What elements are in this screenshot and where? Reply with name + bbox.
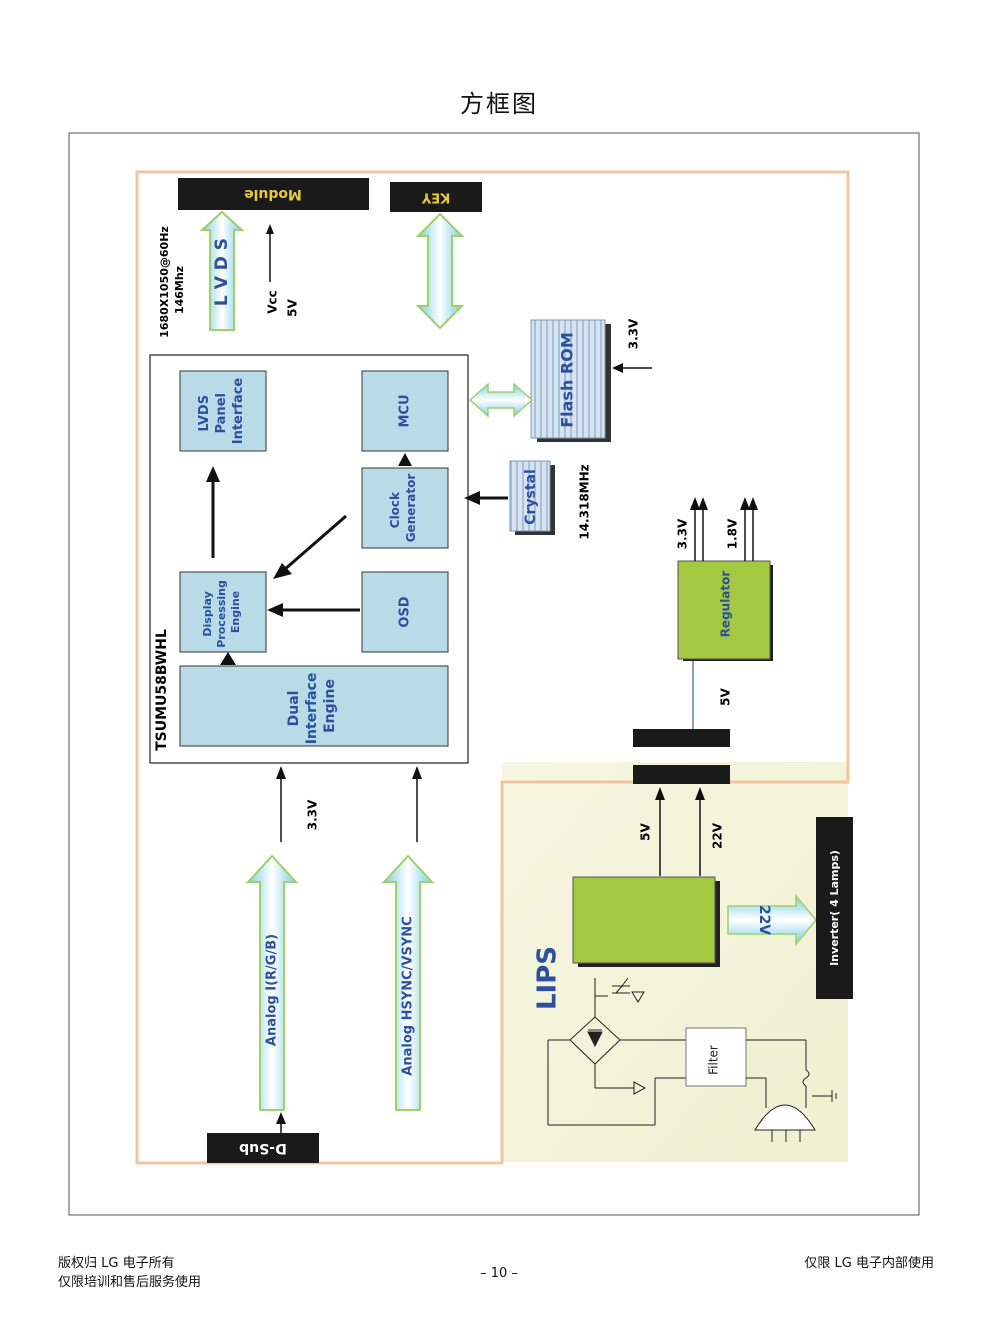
svg-text:Inverter( 4 Lamps): Inverter( 4 Lamps) bbox=[828, 850, 841, 966]
lvds-panel-interface-block: LVDS Panel Interface bbox=[179, 370, 267, 452]
chip-label: TSUMU58BWHL bbox=[154, 629, 170, 751]
lips-schematic bbox=[547, 977, 837, 1142]
filter-label: Filter bbox=[707, 1045, 721, 1075]
footer-copyright-line1: 版权归 LG 电子所有 bbox=[58, 1256, 175, 1271]
inverter-arrow-label: 22V bbox=[756, 905, 772, 935]
page-title: 方框图 bbox=[460, 90, 538, 118]
svg-text:OSD: OSD bbox=[398, 596, 413, 627]
analog-rgb-arrow: Analog I(R/G/B) bbox=[245, 854, 299, 1111]
lips-22v-arrow bbox=[695, 787, 705, 876]
key-label: KEY bbox=[421, 190, 450, 205]
key-double-arrow bbox=[415, 212, 465, 330]
flash-rom-block: Flash ROM bbox=[530, 319, 611, 442]
regulator-3v3-label: 3.3V bbox=[676, 518, 690, 549]
arrow-clock-to-mcu bbox=[398, 453, 412, 466]
footer-internal-use: 仅限 LG 电子内部使用 bbox=[804, 1256, 934, 1271]
connector-bottom bbox=[633, 765, 730, 784]
crystal-frequency: 14.318MHz bbox=[578, 464, 592, 539]
arrow-dpe-to-lvds-panel bbox=[206, 466, 220, 558]
svg-text:Dual Interface Eng: Dual Interface Engine bbox=[286, 668, 338, 744]
lips-5v-label: 5V bbox=[639, 822, 653, 840]
lips-label: LIPS bbox=[533, 946, 563, 1010]
footer-copyright-line2: 仅限培训和售后服务使用 bbox=[58, 1275, 202, 1290]
dsub-label: D-Sub bbox=[239, 1140, 287, 1156]
svg-text:Clock Generator: Clock Generator bbox=[388, 474, 418, 543]
arrow-crystal-to-clock bbox=[464, 491, 508, 505]
svg-text:MCU: MCU bbox=[398, 394, 413, 427]
page-number: – 10 – bbox=[480, 1266, 518, 1281]
svg-text:Analog I(R/G/B): Analog I(R/G/B) bbox=[265, 934, 280, 1046]
regulator-1v8-label: 1.8V bbox=[726, 518, 740, 549]
vcc-arrow bbox=[266, 224, 274, 282]
osd-block: OSD bbox=[361, 571, 449, 653]
crystal-block: Crystal bbox=[509, 460, 555, 535]
analog-sync-arrow: Analog HSYNC/VSYNC bbox=[381, 854, 435, 1111]
svg-text:Display Processing: Display Processing Engine bbox=[201, 576, 242, 647]
regulator-input-label: 5V bbox=[719, 687, 733, 705]
inverter-block: Inverter( 4 Lamps) bbox=[816, 817, 853, 999]
dual-interface-engine-block: Dual Interface Engine bbox=[179, 665, 449, 747]
vcc-voltage: 5V bbox=[286, 298, 300, 316]
flash-voltage: 3.3V bbox=[627, 318, 641, 349]
lvds-clock: 146Mhz bbox=[173, 266, 186, 314]
mcu-block: MCU bbox=[361, 370, 449, 452]
flash-3v3-arrow bbox=[612, 363, 652, 373]
regulator-block: Regulator bbox=[677, 560, 773, 661]
vcc-label: Vcc bbox=[266, 290, 280, 314]
regulator-out-18-arrows bbox=[740, 497, 758, 561]
svg-text:Regulator: Regulator bbox=[719, 571, 733, 638]
lips-power-block bbox=[572, 876, 720, 967]
svg-text:Analog HSYNC/VSYNC: Analog HSYNC/VSYNC bbox=[401, 916, 416, 1075]
lvds-label: L V D S bbox=[212, 238, 232, 306]
chip-input-arrow-left bbox=[276, 766, 286, 842]
dsub-arrow bbox=[276, 1112, 286, 1124]
lvds-resolution: 1680X1050@60Hz bbox=[158, 226, 171, 338]
regulator-out-33-arrows bbox=[690, 497, 708, 561]
inverter-arrow: 22V bbox=[727, 893, 817, 947]
footer-copyright: 版权归 LG 电子所有 仅限培训和售后服务使用 bbox=[58, 1254, 201, 1292]
chip-input-arrow-right bbox=[412, 766, 422, 842]
module-box: Module bbox=[178, 178, 369, 210]
svg-text:Crystal: Crystal bbox=[523, 469, 539, 525]
arrow-osd-to-dpe bbox=[267, 603, 360, 617]
clock-generator-block: Clock Generator bbox=[361, 467, 449, 549]
flash-mcu-double-arrow bbox=[468, 382, 534, 418]
display-processing-engine-block: Display Processing Engine bbox=[179, 571, 267, 653]
lips-5v-arrow bbox=[655, 787, 665, 876]
arrow-clock-to-dpe bbox=[273, 514, 347, 579]
block-diagram: Module KEY L V D S 1680X1050@60Hz 146Mhz… bbox=[68, 132, 920, 1216]
lips-22v-label: 22V bbox=[711, 822, 725, 849]
board-border bbox=[135, 170, 850, 1165]
svg-text:LVDS Panel Interfa: LVDS Panel Interface bbox=[197, 378, 246, 445]
lvds-arrow: L V D S bbox=[199, 210, 245, 331]
key-box: KEY bbox=[390, 182, 482, 212]
connector-top bbox=[633, 729, 730, 747]
svg-text:Flash ROM: Flash ROM bbox=[558, 332, 577, 428]
chip-input-3v3: 3.3V bbox=[306, 799, 320, 830]
dsub-box: D-Sub bbox=[207, 1133, 319, 1163]
module-label: Module bbox=[244, 186, 302, 202]
arrow-die-to-dpe bbox=[220, 652, 236, 665]
